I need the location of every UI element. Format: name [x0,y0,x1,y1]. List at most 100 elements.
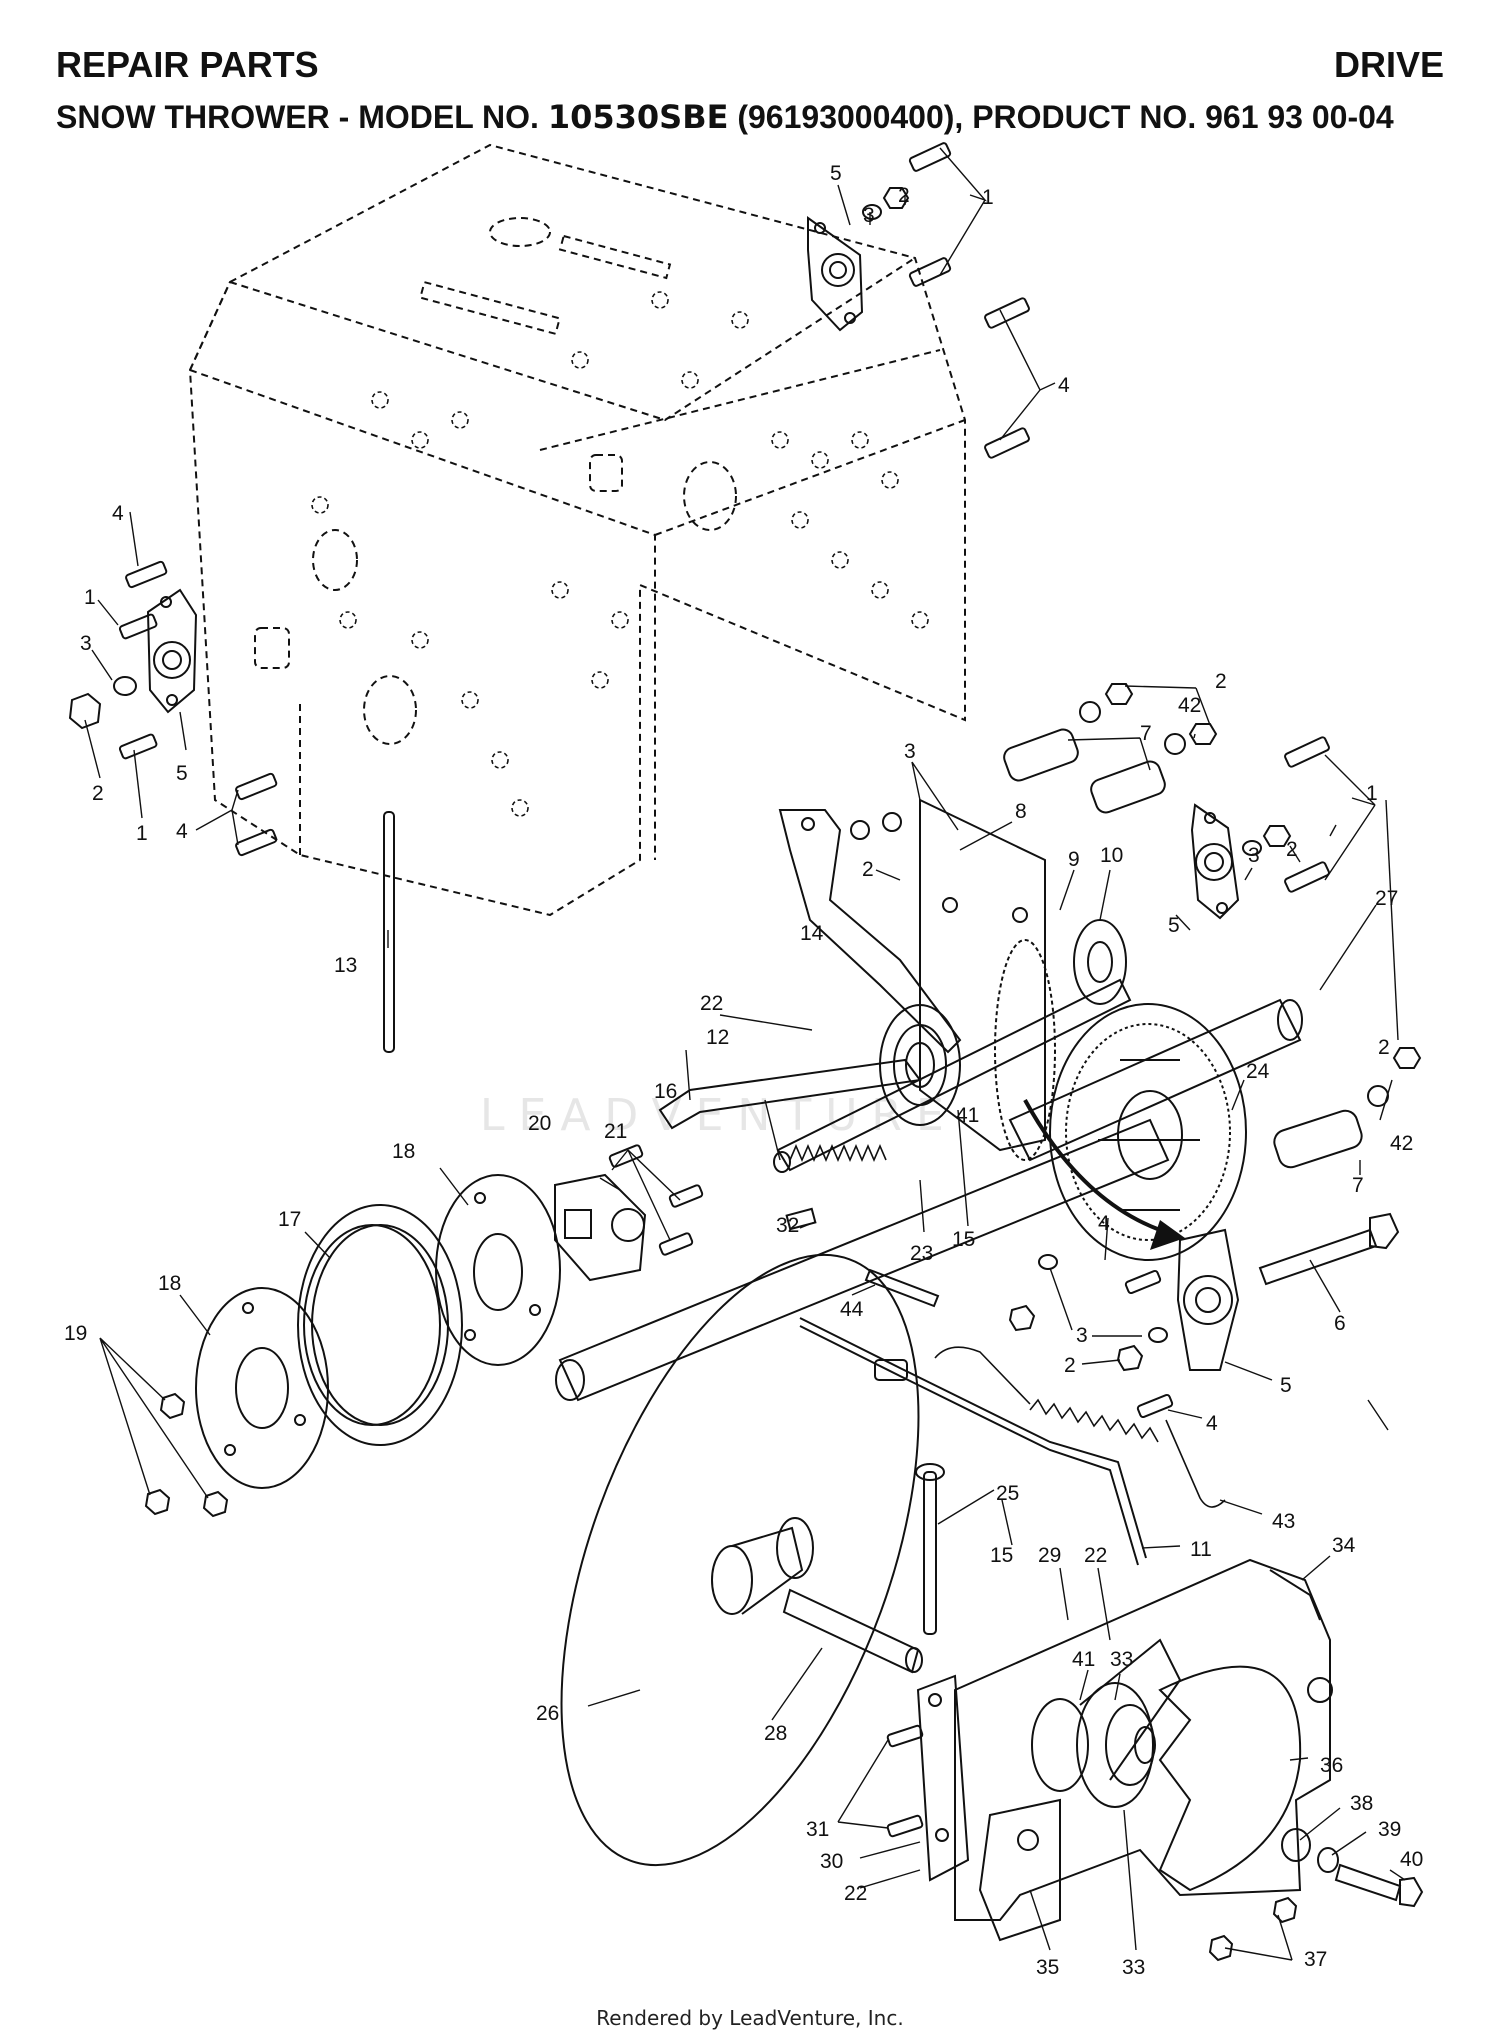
callout-30: 30 [820,1850,843,1873]
frame-34 [954,1558,1333,1921]
callout-3-low-right: 3 [1076,1324,1088,1347]
frame-30 [916,1674,970,1882]
callout-25: 25 [996,1482,1019,1505]
callout-29: 29 [1038,1544,1061,1567]
callout-2-top: 2 [898,184,910,207]
callout-7-lower: 7 [1352,1174,1364,1197]
sprocket-9 [994,939,1056,1161]
callout-23: 23 [910,1242,933,1265]
support-plate-8 [850,798,1046,1152]
page-header: REPAIR PARTS DRIVE [56,44,1444,92]
carriage-bolts-right [984,297,1030,459]
callout-2-low-right: 2 [1064,1354,1076,1377]
callout-5-left: 5 [176,762,188,785]
callout-4-low-right: 4 [1098,1212,1110,1235]
callout-43: 43 [1272,1510,1295,1533]
callout-41-low: 41 [1072,1648,1095,1671]
callout-41-mid: 41 [956,1104,979,1127]
leader-lines [84,147,1406,1961]
shaft-12 [773,978,1132,1173]
callout-22-mid: 22 [700,992,723,1015]
bearing-41-lower [1031,1698,1089,1792]
flange-bearing-right-low [1008,1212,1400,1419]
spacer-7-lower [1273,1047,1422,1169]
shaft-28 [782,1588,923,1674]
callout-4-top: 4 [1058,374,1070,397]
callout-17: 17 [278,1208,301,1231]
callout-3-mid: 3 [904,740,916,763]
hex-shaft-41 [555,1118,1170,1402]
rod-13 [383,811,395,1053]
product-suffix: (96193000400), PRODUCT NO. 961 93 00-04 [728,99,1394,135]
callout-22-bottom: 22 [844,1882,867,1905]
callout-9: 9 [1068,848,1080,871]
callout-13: 13 [334,954,357,977]
callout-2-right: 2 [1286,838,1298,861]
hardware-37-40 [1208,1828,1424,1962]
callout-2-mid: 2 [862,858,874,881]
frame-holes [311,291,929,817]
callout-3-top: 3 [863,204,875,227]
callout-37: 37 [1304,1948,1327,1971]
spring-23 [789,1143,887,1163]
product-prefix: SNOW THROWER - MODEL NO. [56,99,548,135]
friction-wheel-hub [711,1517,814,1615]
callout-1-top: 1 [982,186,994,209]
callout-33-upper: 33 [1110,1648,1133,1671]
callout-26: 26 [536,1702,559,1725]
bolts-31 [886,1724,924,1838]
key-32 [785,1207,817,1231]
pulley-33 [1076,1638,1182,1808]
callout-11: 11 [1190,1538,1212,1561]
callout-44: 44 [840,1298,864,1321]
subsection-title: DRIVE [1333,44,1444,85]
callout-1-left-a: 1 [84,586,96,609]
flange-bearing-left [68,560,278,857]
pin-44 [864,1268,940,1308]
pinion-10 [1073,919,1127,1005]
callout-22-low: 22 [1084,1544,1107,1567]
callout-42-lower: 42 [1390,1132,1413,1155]
callout-33-lower: 33 [1122,1956,1145,1979]
callout-24: 24 [1246,1060,1270,1083]
callout-39: 39 [1378,1818,1401,1841]
shaft-27 [1008,998,1303,1162]
callout-3-left: 3 [80,632,92,655]
callout-5-right: 5 [1168,914,1180,937]
nuts-19 [144,1392,229,1518]
callout-4-left: 4 [112,502,124,525]
callout-19: 19 [64,1322,87,1345]
callout-14: 14 [800,922,824,945]
callout-38: 38 [1350,1792,1373,1815]
section-title: REPAIR PARTS [56,44,319,85]
callout-2-left: 2 [92,782,104,805]
callout-18-lower: 18 [158,1272,181,1295]
pin-25 [915,1463,945,1635]
drive-ring-17 [297,1204,463,1446]
callout-40: 40 [1400,1848,1423,1871]
disc-18-upper [435,1174,561,1366]
callout-5-low-right: 5 [1280,1374,1292,1397]
footer-credit: Rendered by LeadVenture, Inc. [596,2006,904,2030]
bracket-14 [658,809,962,1130]
callout-28: 28 [764,1722,787,1745]
drive-disc-26 [560,1253,920,1867]
bearing-hub-15 [879,1004,961,1126]
callout-35: 35 [1036,1956,1059,1979]
frame-housing [188,143,966,917]
callout-4-left-b: 4 [176,820,188,843]
callout-6: 6 [1334,1312,1346,1335]
spring-43 [934,1346,1226,1508]
callout-labels: 5 3 2 1 4 4 1 3 2 1 5 4 13 2 42 7 3 8 2 … [64,162,1423,1979]
callout-1-right: 1 [1366,782,1378,805]
callout-27: 27 [1375,887,1398,910]
callout-36: 36 [1320,1754,1343,1777]
flange-bearing-top [807,142,952,332]
frame-plate-35 [978,1798,1061,1942]
flange-hub-20 [554,1144,704,1282]
callout-1-left-b: 1 [136,822,148,845]
callout-2-far-right: 2 [1378,1036,1390,1059]
callout-7-upper: 7 [1140,722,1152,745]
flange-bearing-right-mid [1190,736,1330,920]
callout-18-upper: 18 [392,1140,415,1163]
